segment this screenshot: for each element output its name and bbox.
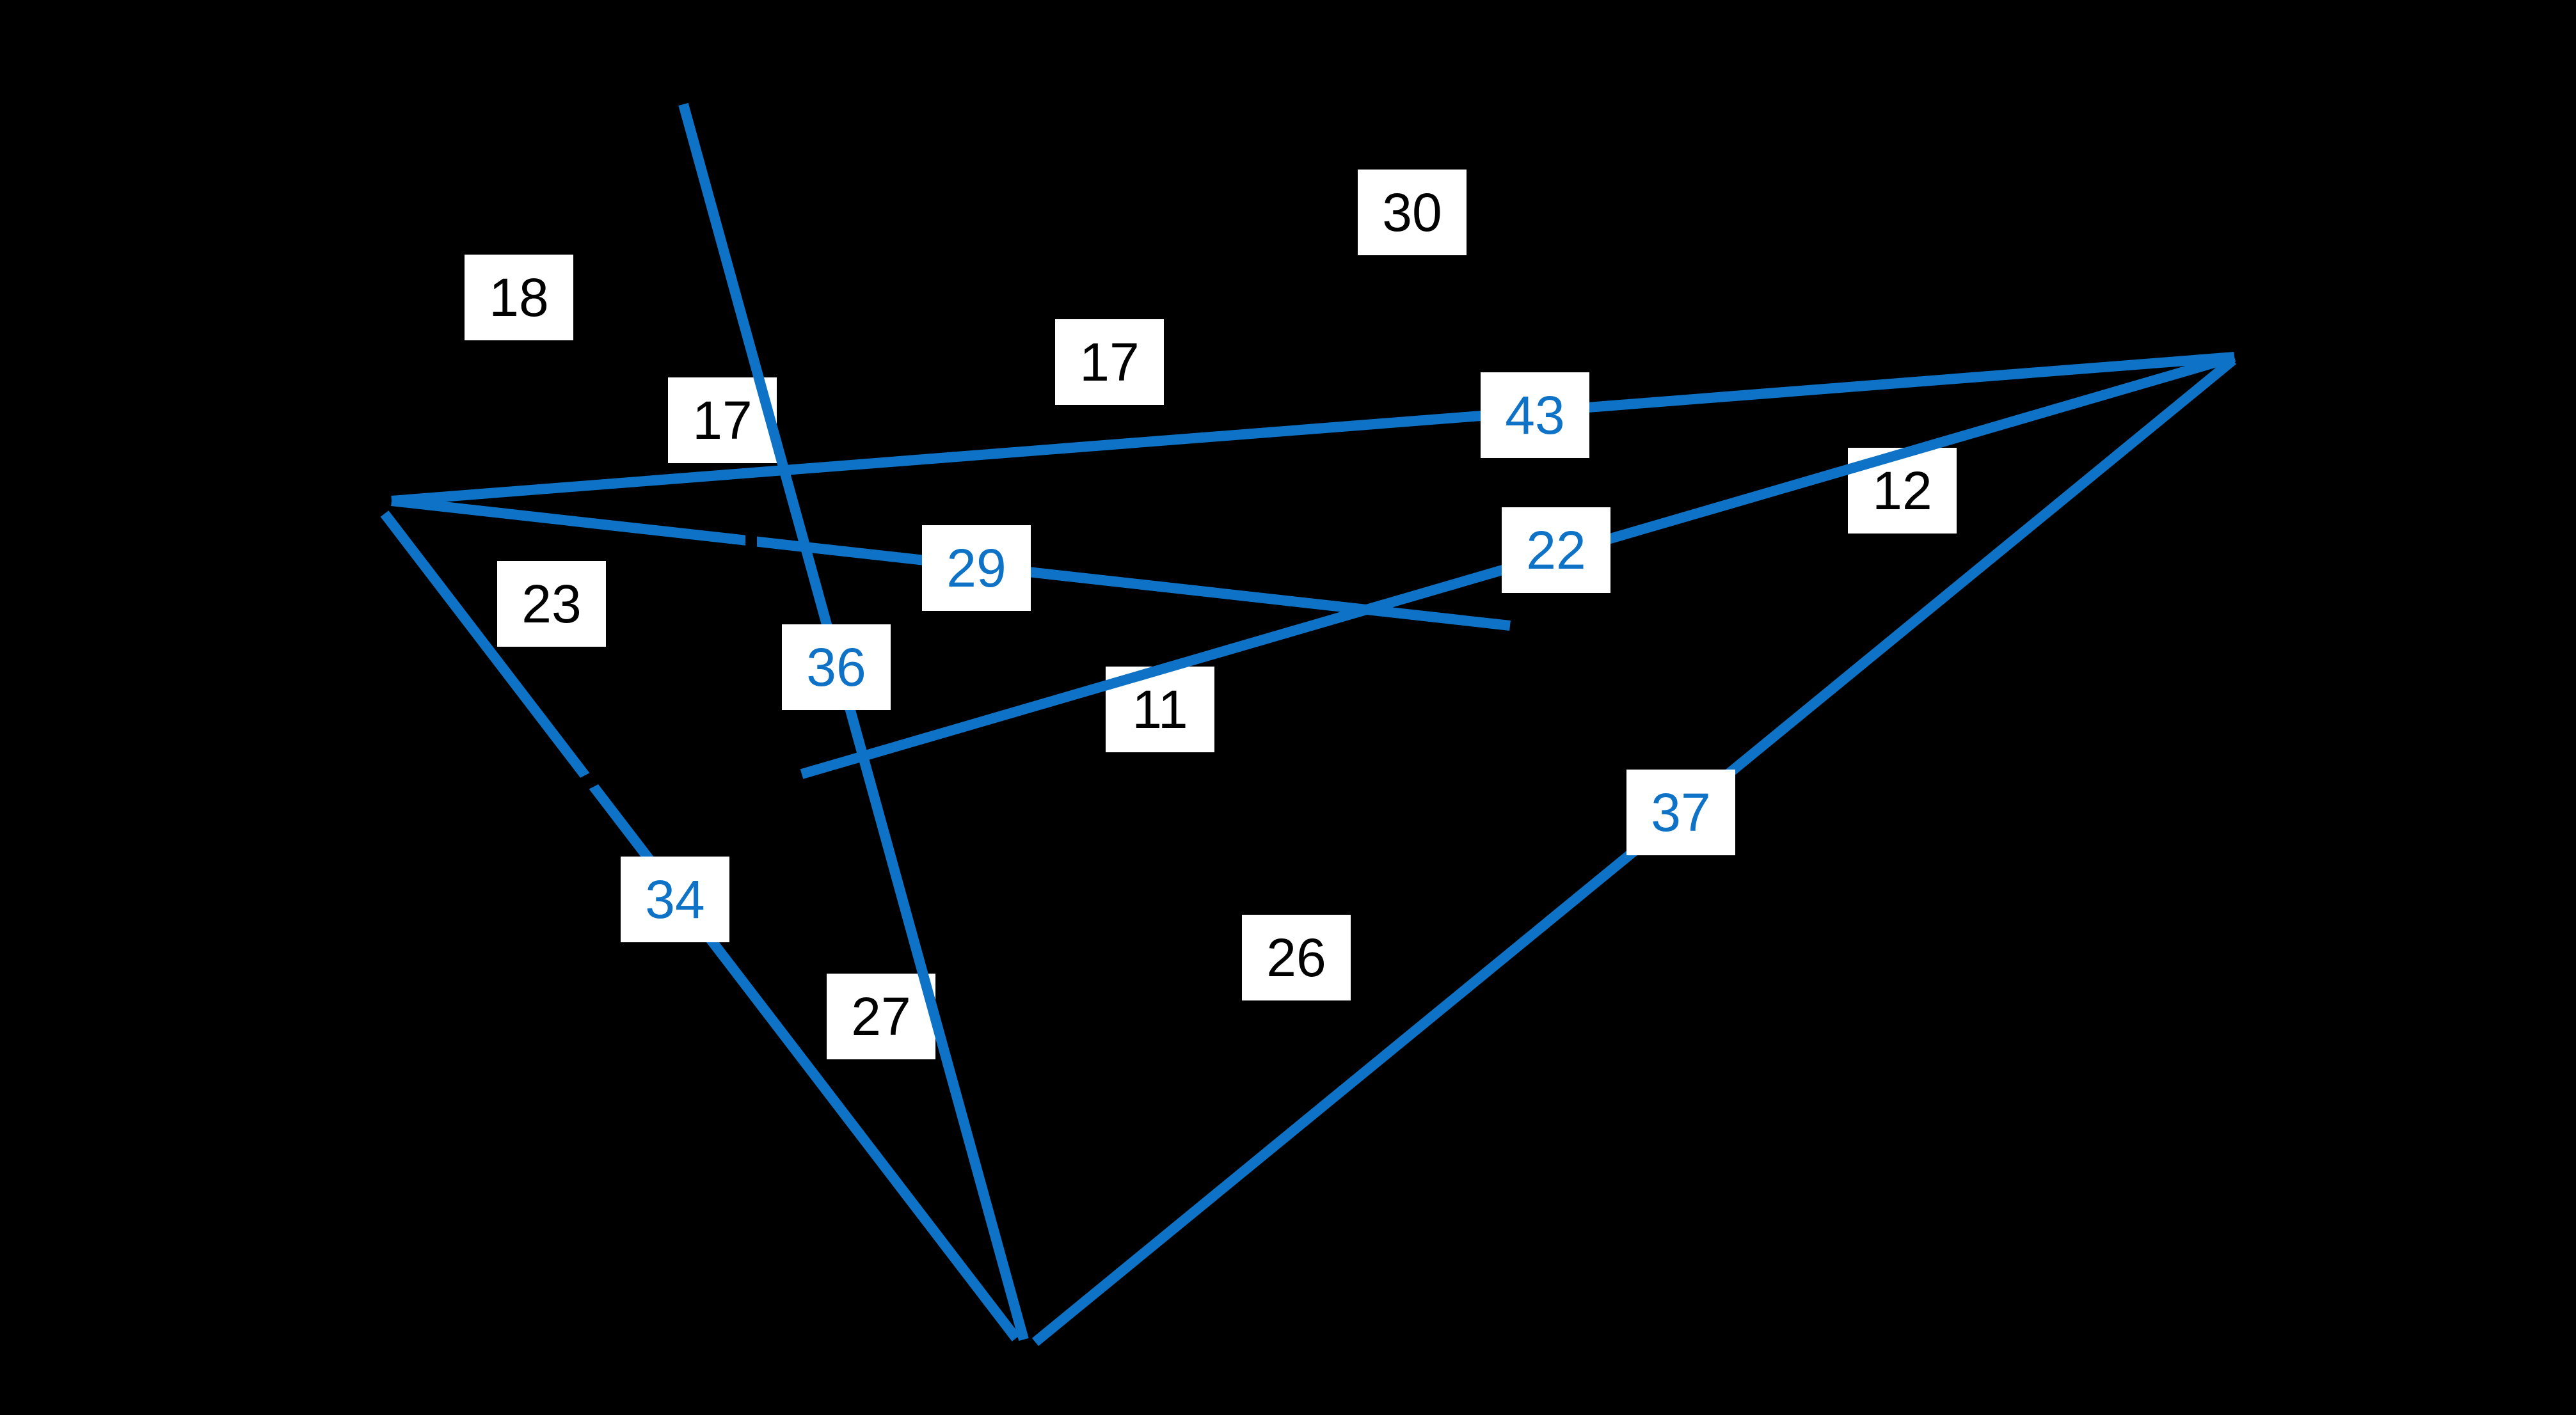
plain-edge-weight-label: 18 [465,255,573,340]
plain-edge-weight-label: 23 [497,561,606,647]
plain-edge-weight-label: 30 [1358,170,1467,255]
plain-edge-weight-label: 11 [1106,667,1214,752]
highlighted-edge-weight-label: 36 [782,624,891,710]
plain-edge-weight-label: 27 [827,974,935,1059]
highlighted-edge-weight-label: 22 [1502,507,1610,593]
highlighted-edge-36 [678,102,1029,1341]
highlighted-edge-weight-label: 43 [1481,372,1589,458]
highlighted-edge-weight-label: 37 [1626,770,1735,855]
edge-gap-34 [571,768,605,795]
highlighted-edge-weight-label: 34 [621,857,729,942]
highlighted-edge-weight-label: 29 [922,525,1031,611]
plain-edge-weight-label: 26 [1242,915,1351,1000]
highlighted-edge-43 [391,352,2235,506]
plain-edge-weight-label: 17 [1055,319,1164,405]
